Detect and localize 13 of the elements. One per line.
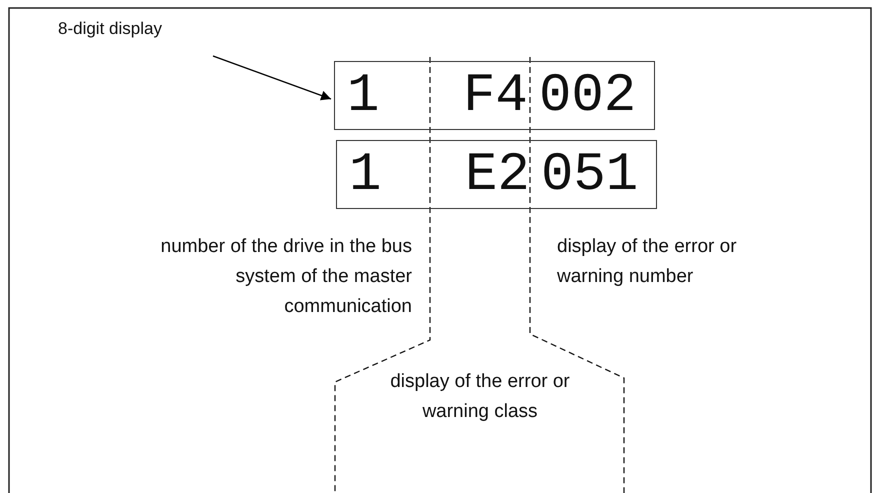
display-digits: E2 [465, 144, 530, 208]
display-digits: 1 [347, 65, 380, 129]
description-text: display of the error or warning number [557, 235, 738, 289]
display-digits: F4 [463, 65, 528, 129]
description-text: number of the drive in the bus system of the master communication [160, 235, 412, 319]
display-digits: 1 [349, 144, 382, 208]
description-text: display of the error or warning class [389, 370, 571, 424]
leader-arrow [212, 55, 332, 100]
display-digits: 051 [541, 144, 638, 208]
display-digits: 002 [539, 65, 636, 129]
display-box [334, 61, 655, 130]
display-box [336, 140, 657, 209]
callout-label: 8-digit display [58, 14, 162, 44]
